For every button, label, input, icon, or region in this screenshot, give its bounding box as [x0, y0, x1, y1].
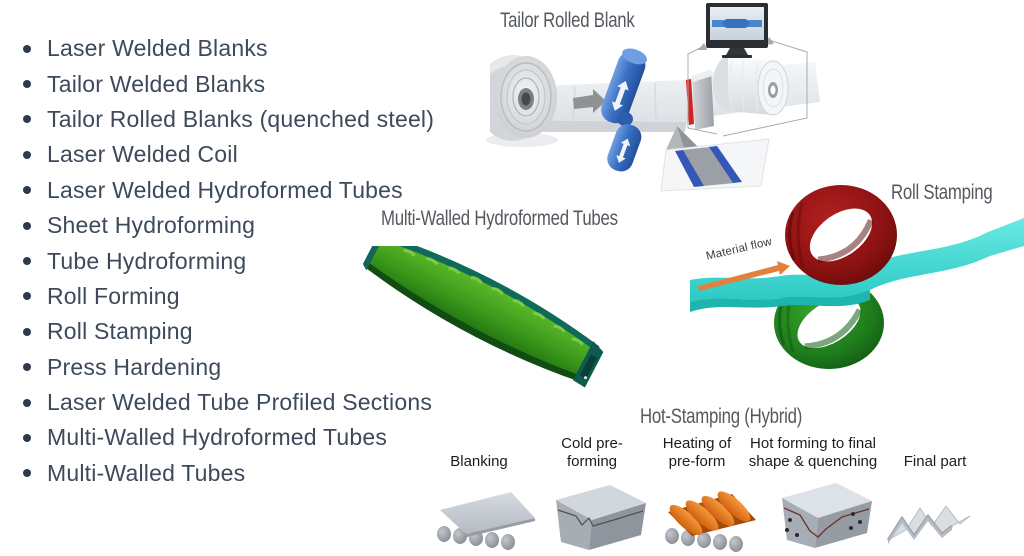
stage-label-hot-forming: Hot forming to final shape & quenching — [748, 435, 878, 470]
list-item: Laser Welded Coil — [14, 137, 434, 172]
list-item: Roll Forming — [14, 279, 434, 314]
monitor-graphic — [706, 3, 768, 58]
roll-stamping-title: Roll Stamping — [891, 181, 993, 204]
lower-roller-graphic — [607, 124, 642, 172]
list-item: Multi-Walled Hydroformed Tubes — [14, 420, 434, 455]
stage-label-final-part: Final part — [903, 453, 967, 470]
list-item: Press Hardening — [14, 350, 434, 385]
stage-blanking-graphic — [437, 492, 535, 550]
upper-roller-graphic — [601, 48, 648, 124]
tailor-rolled-blank-illustration — [486, 3, 820, 192]
beam-body-graphic — [362, 246, 604, 388]
stage-hot-forming-graphic — [782, 483, 872, 548]
list-item: Tube Hydroforming — [14, 243, 434, 278]
hydroformed-beam-illustration — [362, 246, 604, 388]
list-item: Multi-Walled Tubes — [14, 456, 434, 491]
list-item: Tailor Welded Blanks — [14, 66, 434, 101]
stage-heating-graphic — [665, 491, 756, 552]
stage-label-heating: Heating of pre-form — [662, 435, 732, 470]
flow-arrow-icon — [573, 89, 606, 113]
list-item: Laser Welded Tube Profiled Sections — [14, 385, 434, 420]
list-item: Sheet Hydroforming — [14, 208, 434, 243]
multi-walled-tubes-title: Multi-Walled Hydroformed Tubes — [381, 207, 618, 230]
measuring-panel-graphic — [692, 70, 714, 130]
tailor-rolled-blank-title: Tailor Rolled Blank — [500, 9, 635, 32]
list-item: Tailor Rolled Blanks (quenched steel) — [14, 102, 434, 137]
material-flow-arrow-icon — [698, 261, 790, 291]
stage-label-blanking: Blanking — [450, 453, 508, 470]
list-item: Laser Welded Hydroformed Tubes — [14, 173, 434, 208]
stage-label-cold-preforming: Cold pre-forming — [561, 435, 623, 470]
roll-stamping-illustration — [690, 185, 1024, 369]
stage-final-part-graphic — [886, 505, 971, 544]
stage-cold-preform-graphic — [556, 485, 646, 550]
list-item: Laser Welded Blanks — [14, 31, 434, 66]
output-coil-graphic — [713, 57, 789, 116]
hot-stamping-stages-illustration — [437, 483, 971, 552]
cyan-sheet-graphic — [690, 218, 1024, 312]
hot-stamping-title: Hot-Stamping (Hybrid) — [640, 405, 803, 428]
coil-graphic — [486, 55, 558, 147]
callout-lines-graphic — [687, 37, 808, 137]
list-item: Roll Stamping — [14, 314, 434, 349]
process-list: Laser Welded Blanks Tailor Welded Blanks… — [14, 31, 434, 491]
red-roll-graphic — [785, 185, 897, 285]
blank-cross-section-graphic — [660, 126, 770, 192]
